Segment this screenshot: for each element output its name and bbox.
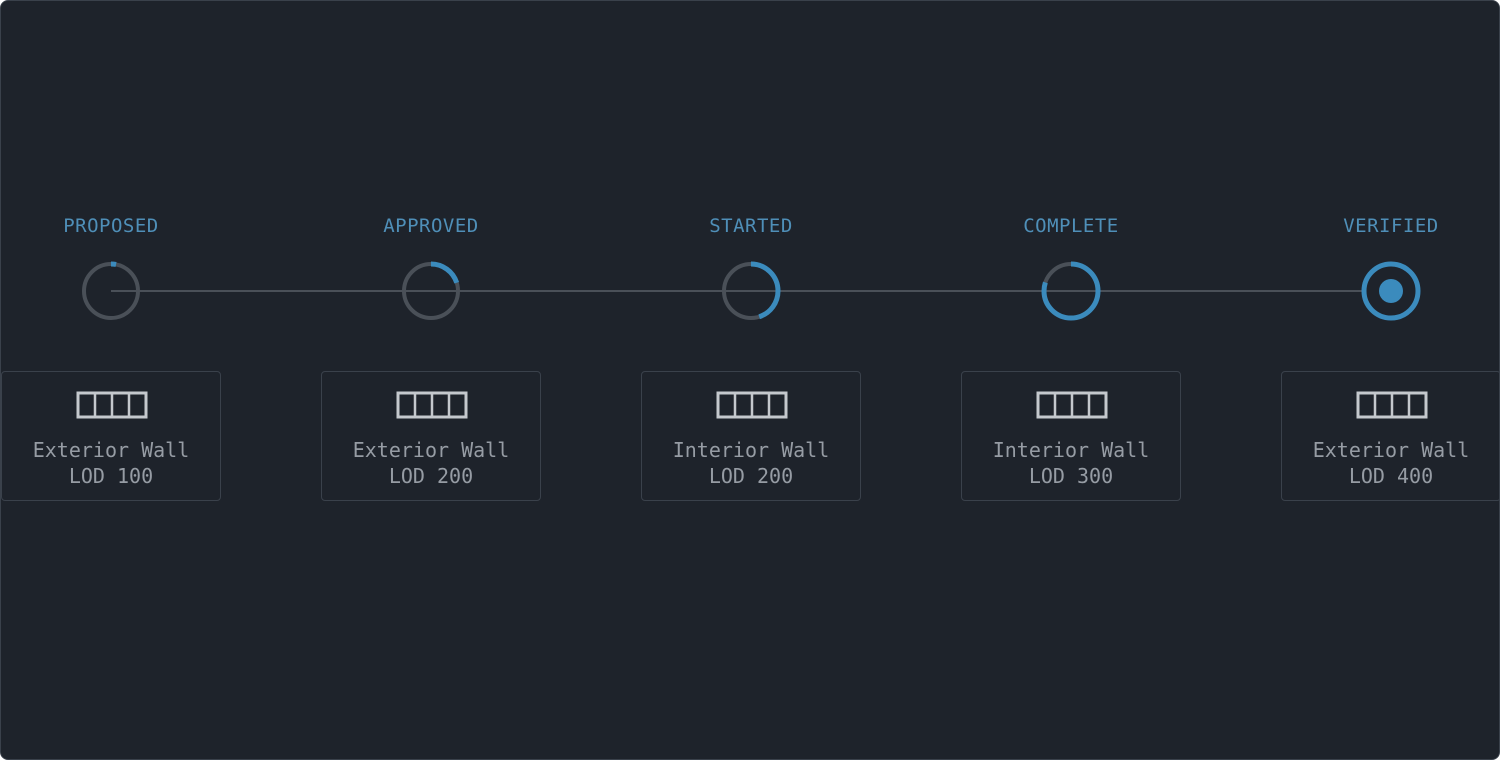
wall-panel-icon [1036,391,1108,419]
card-element-type: Interior Wall [672,438,830,462]
card-lod: LOD 100 [68,464,154,488]
card-lod: LOD 200 [708,464,794,488]
stage-label: VERIFIED [1343,215,1439,237]
stage-card[interactable]: Interior Wall LOD 200 [641,371,861,501]
stage-label: PROPOSED [63,215,159,237]
stage-card[interactable]: Exterior Wall LOD 100 [1,371,221,501]
progress-ring-icon [720,260,782,322]
stage-label: APPROVED [383,215,479,237]
wall-panel-icon [396,391,468,419]
card-lod: LOD 200 [388,464,474,488]
wall-panel-icon [76,391,148,419]
timeline-connector-line [111,290,1391,292]
progress-ring-icon [1040,260,1102,322]
progress-ring-icon [1360,260,1422,322]
wall-panel-icon [716,391,788,419]
stage-card[interactable]: Interior Wall LOD 300 [961,371,1181,501]
card-element-type: Interior Wall [992,438,1150,462]
stage-verified: VERIFIED Exterior Wall LOD 400 [1231,1,1499,759]
stage-label: STARTED [709,215,793,237]
stage-card[interactable]: Exterior Wall LOD 200 [321,371,541,501]
wall-panel-icon [1356,391,1428,419]
progress-ring-icon [400,260,462,322]
stage-started: STARTED Interior Wall LOD 200 [591,1,911,759]
card-lod: LOD 400 [1348,464,1434,488]
card-element-type: Exterior Wall [32,438,190,462]
stage-approved: APPROVED Exterior Wall LOD 200 [271,1,591,759]
stage-complete: COMPLETE Interior Wall LOD 300 [911,1,1231,759]
card-lod: LOD 300 [1028,464,1114,488]
stage-label: COMPLETE [1023,215,1119,237]
card-element-type: Exterior Wall [352,438,510,462]
progress-ring-icon [80,260,142,322]
stage-proposed: PROPOSED Exterior Wall LOD 100 [1,1,271,759]
stage-card[interactable]: Exterior Wall LOD 400 [1281,371,1499,501]
card-element-type: Exterior Wall [1312,438,1470,462]
